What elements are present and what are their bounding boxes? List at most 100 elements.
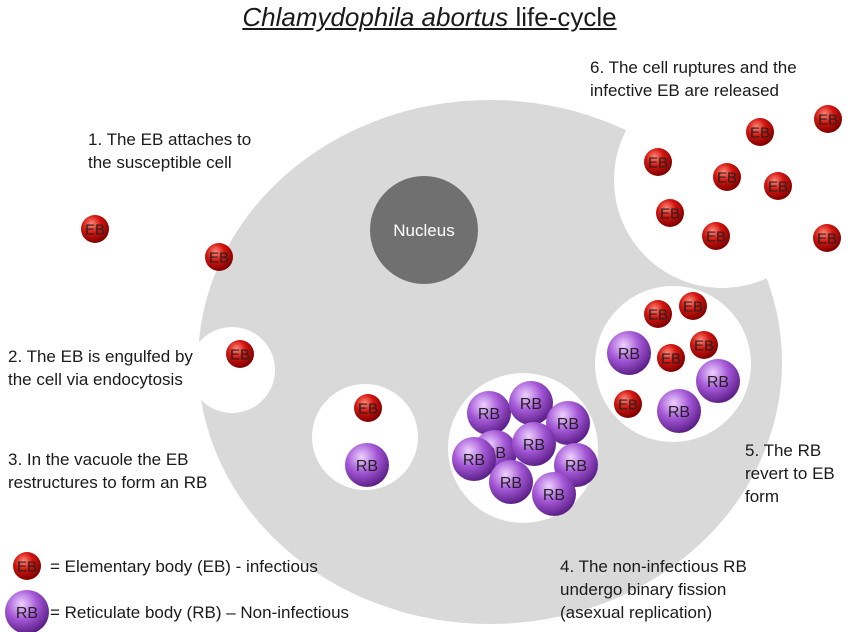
eb-particle-shape: [644, 300, 672, 328]
step-4-line-1: 4. The non-infectious RB: [560, 557, 747, 576]
eb-particle-label: EB: [358, 400, 378, 417]
eb-particle-shape: [614, 390, 642, 418]
eb-particle: EB: [205, 243, 233, 271]
eb-particle-shape: [814, 105, 842, 133]
eb-particle-label: EB: [209, 249, 229, 266]
rb-particle-label: RB: [463, 452, 485, 469]
eb-particle: EB: [644, 300, 672, 328]
step-2-line-2: the cell via endocytosis: [8, 370, 183, 389]
eb-particle: EB: [226, 340, 254, 368]
eb-particle-label: EB: [661, 350, 681, 367]
eb-particle-shape: [679, 292, 707, 320]
nucleus: [370, 176, 478, 284]
eb-particle-shape: [702, 222, 730, 250]
rb-particle: RB: [489, 460, 533, 504]
rb-particle-shape: [489, 460, 533, 504]
step-3-caption: 3. In the vacuole the EB restructures to…: [8, 448, 207, 494]
legend-eb-text: = Elementary body (EB) - infectious: [50, 557, 318, 576]
step-1-caption: 1. The EB attaches to the susceptible ce…: [88, 128, 251, 174]
step-2-line-1: 2. The EB is engulfed by: [8, 347, 193, 366]
rb-particle-shape: [452, 437, 496, 481]
step-5-line-1: 5. The RB: [745, 441, 822, 460]
rb-particle-label: RB: [618, 346, 640, 363]
step-1-line-2: the susceptible cell: [88, 153, 232, 172]
legend-rb-symbol-shape: [5, 590, 49, 632]
eb-particle-label: EB: [648, 306, 668, 323]
rb-particle: RB: [452, 437, 496, 481]
legend-eb-symbol-label: EB: [17, 558, 37, 575]
eb-particle-label: EB: [230, 346, 250, 363]
eb-particle: EB: [614, 390, 642, 418]
eb-particle: EB: [679, 292, 707, 320]
rb-particle-label: RB: [356, 458, 378, 475]
rb-particle-label: RB: [523, 437, 545, 454]
eb-particle-label: EB: [818, 111, 838, 128]
rb-particle-label: RB: [543, 487, 565, 504]
rb-particle-shape: [546, 401, 590, 445]
eb-particle-label: EB: [768, 178, 788, 195]
rb-particle: RB: [467, 391, 511, 435]
rb-particle-label: RB: [707, 374, 729, 391]
endocytosis-pocket: [189, 327, 275, 413]
step-6-line-1: 6. The cell ruptures and the: [590, 58, 797, 77]
eb-particle: EB: [656, 199, 684, 227]
step-3-line-1: 3. In the vacuole the EB: [8, 450, 189, 469]
eb-particle-label: EB: [660, 205, 680, 222]
step-5-line-3: form: [745, 487, 779, 506]
eb-particle-shape: [354, 394, 382, 422]
rb-particle-label: RB: [520, 396, 542, 413]
step-4-line-3: (asexual replication): [560, 603, 713, 622]
rb-particle: RB: [512, 422, 556, 466]
eb-particle-label: EB: [648, 154, 668, 171]
legend-rb-symbol-label: RB: [16, 605, 38, 622]
eb-particle-shape: [644, 148, 672, 176]
rb-particle-shape: [607, 331, 651, 375]
step-6-caption: 6. The cell ruptures and the infective E…: [590, 56, 797, 102]
rb-particle-shape: [532, 472, 576, 516]
eb-particle-label: EB: [750, 124, 770, 141]
step-6-line-2: infective EB are released: [590, 81, 779, 100]
eb-particle: EB: [764, 172, 792, 200]
title-suffix: life-cycle: [508, 2, 617, 32]
eb-particle-shape: [205, 243, 233, 271]
step-3-line-2: restructures to form an RB: [8, 473, 208, 492]
eb-particle-shape: [764, 172, 792, 200]
rb-particle-label: RB: [565, 458, 587, 475]
eb-particle: EB: [657, 344, 685, 372]
eb-particle-label: EB: [618, 396, 638, 413]
eb-particle-label: EB: [85, 221, 105, 238]
eb-particle: EB: [644, 148, 672, 176]
eb-particle-label: EB: [706, 228, 726, 245]
eb-particle-shape: [746, 118, 774, 146]
eb-particle: EB: [814, 105, 842, 133]
eb-particle: EB: [713, 163, 741, 191]
eb-particle-shape: [656, 199, 684, 227]
legend-eb-symbol-shape: [13, 552, 41, 580]
rb-particle-shape: [657, 389, 701, 433]
step-4-caption: 4. The non-infectious RB undergo binary …: [560, 555, 747, 624]
eb-particle: EB: [746, 118, 774, 146]
rb-particle: RB: [607, 331, 651, 375]
rb-particle: RB: [509, 381, 553, 425]
eb-particle-shape: [226, 340, 254, 368]
rb-particle-shape: [512, 422, 556, 466]
eb-particle-shape: [81, 215, 109, 243]
rb-particle-label: RB: [557, 416, 579, 433]
title-species: Chlamydophila abortus: [242, 2, 509, 32]
rb-particle-shape: [696, 359, 740, 403]
eb-particle-shape: [657, 344, 685, 372]
eb-particle-label: EB: [717, 169, 737, 186]
eb-particle-label: EB: [683, 298, 703, 315]
eb-particle: EB: [81, 215, 109, 243]
eb-particle-shape: [813, 224, 841, 252]
rb-particle-label: RB: [668, 404, 690, 421]
rb-particle: RB: [532, 472, 576, 516]
rb-particle-label: RB: [478, 406, 500, 423]
step-1-line-1: 1. The EB attaches to: [88, 130, 252, 149]
rb-particle-shape: [467, 391, 511, 435]
rb-particle-shape: [509, 381, 553, 425]
eb-particle: EB: [702, 222, 730, 250]
nucleus-label: Nucleus: [393, 221, 454, 240]
